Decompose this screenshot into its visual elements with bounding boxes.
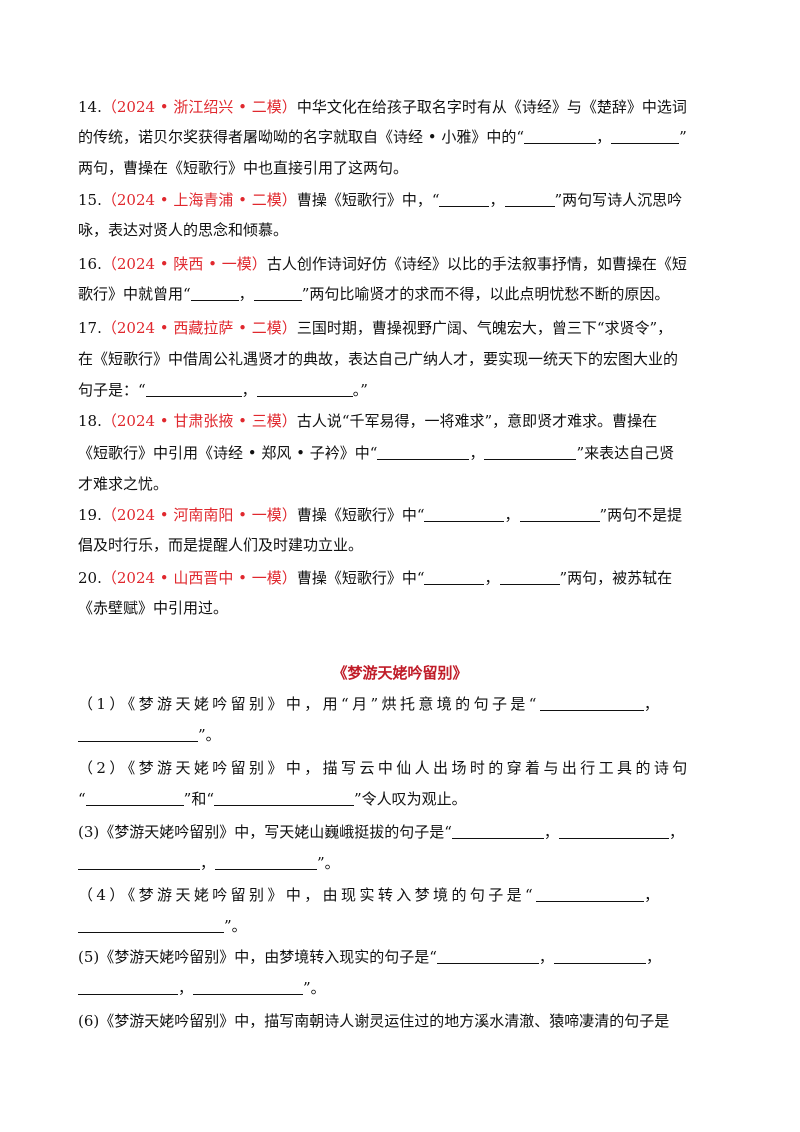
answer-blank[interactable] [536,886,645,902]
question-source: （2024 • 河南南阳 • 一模） [101,506,297,524]
question-source: （2024 • 浙江绍兴 • 二模） [101,98,297,116]
question-line: 《赤壁赋》中引用过。 [78,599,229,617]
question-line: 句子是：“，。” [78,381,368,399]
question-number: 16. [78,255,102,273]
answer-blank[interactable] [424,506,505,522]
question-line: 才难求之忧。 [78,475,169,493]
item-line: (5)《梦游天姥吟留别》中，由梦境转入现实的句子是“，， [78,948,661,966]
answer-blank[interactable] [611,128,680,144]
answer-blank[interactable] [215,854,318,870]
answer-blank[interactable] [78,726,198,742]
question-line: 15.（2024 • 上海青浦 • 二模）曹操《短歌行》中，“，”两句写诗人沉思… [78,191,683,209]
question-line: 歌行》中就曾用“，”两句比喻贤才的求而不得，以此点明忧愁不断的原因。 [78,285,670,303]
item-line: (6)《梦游天姥吟留别》中，描写南朝诗人谢灵运住过的地方溪水清澈、猿啼凄清的句子… [78,1012,670,1030]
answer-blank[interactable] [499,569,560,585]
question-line: 两句，曹操在《短歌行》中也直接引用了这两句。 [78,159,409,177]
answer-blank[interactable] [439,191,490,207]
answer-blank[interactable] [256,381,353,397]
item-line: （2）《梦游天姥吟留别》中，描写云中仙人出场时的穿着与出行工具的诗句 [78,759,691,777]
answer-blank[interactable] [214,790,355,806]
question-source: （2024 • 陕西 • 一模） [101,255,267,273]
item-line: ”。 [78,915,247,937]
question-source: （2024 • 上海青浦 • 二模） [101,191,297,209]
question-line: 的传统，诺贝尔奖获得者屠呦呦的名字就取自《诗经 • 小雅》中的“，” [78,128,687,146]
answer-blank[interactable] [519,506,600,522]
question-source: （2024 • 甘肃张掖 • 三模） [101,412,297,430]
answer-blank[interactable] [524,128,597,144]
answer-blank[interactable] [424,569,485,585]
answer-blank[interactable] [558,823,669,839]
answer-blank[interactable] [539,695,644,711]
answer-blank[interactable] [451,823,544,839]
question-line: 18.（2024 • 甘肃张掖 • 三模）古人说“千军易得，一将难求”，意即贤才… [78,412,658,430]
question-line: 在《短歌行》中借周公礼遇贤才的典故，表达自己广纳人才，要实现一统天下的宏图大业的 [78,350,679,368]
answer-blank[interactable] [78,917,224,933]
question-number: 20. [78,569,102,587]
item-line: “”和“”令人叹为观止。 [78,790,467,808]
answer-blank[interactable] [145,381,242,397]
question-line: 14.（2024 • 浙江绍兴 • 二模）中华文化在给孩子取名字时有从《诗经》与… [78,98,687,116]
answer-blank[interactable] [484,444,577,460]
question-line: 19.（2024 • 河南南阳 • 一模）曹操《短歌行》中“，”两句不是提 [78,506,683,524]
question-line: 《短歌行》中引用《诗经 • 郑风 • 子衿》中“，”来表达自己贤 [78,444,675,462]
question-line: 16.（2024 • 陕西 • 一模）古人创作诗词好仿《诗经》以比的手法叙事抒情… [78,255,687,273]
question-line: 17.（2024 • 西藏拉萨 • 二模）三国时期，曹操视野广阔、气魄宏大，曾三… [78,319,673,337]
question-source: （2024 • 山西晋中 • 一模） [101,569,297,587]
question-number: 18. [78,412,102,430]
answer-blank[interactable] [253,285,302,301]
answer-blank[interactable] [78,979,178,995]
item-line: ，”。 [78,852,340,874]
section-title: 《梦游天姥吟留别》 [332,664,468,682]
answer-blank[interactable] [78,854,200,870]
answer-blank[interactable] [85,790,184,806]
item-line: ，”。 [78,977,326,999]
answer-blank[interactable] [436,948,539,964]
answer-blank[interactable] [553,948,646,964]
item-line: （4）《梦游天姥吟留别》中，由现实转入梦境的句子是“， [78,886,663,904]
answer-blank[interactable] [190,285,239,301]
answer-blank[interactable] [504,191,555,207]
answer-blank[interactable] [377,444,470,460]
question-line: 咏，表达对贤人的思念和倾慕。 [78,221,289,239]
question-number: 19. [78,506,102,524]
question-number: 14. [78,98,102,116]
question-number: 15. [78,191,102,209]
question-source: （2024 • 西藏拉萨 • 二模） [101,319,297,337]
answer-blank[interactable] [193,979,304,995]
question-number: 17. [78,319,102,337]
question-line: 20.（2024 • 山西晋中 • 一模）曹操《短歌行》中“，”两句，被苏轼在 [78,569,673,587]
item-line: （1）《梦游天姥吟留别》中，用“月”烘托意境的句子是“， [78,695,663,713]
question-line: 倡及时行乐，而是提醒人们及时建功立业。 [78,536,364,554]
item-line: ”。 [78,724,221,746]
item-line: (3)《梦游天姥吟留别》中，写天姥山巍峨挺拔的句子是“，， [78,823,684,841]
